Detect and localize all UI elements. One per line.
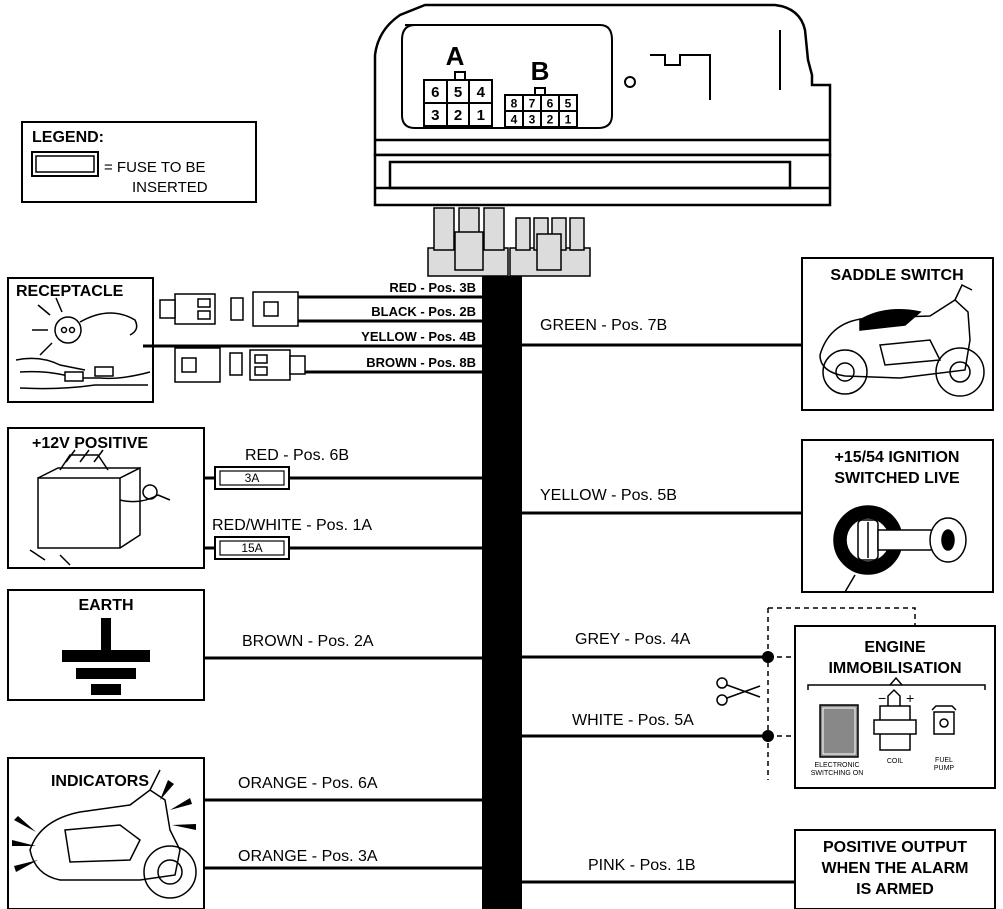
output-title-line1: POSITIVE OUTPUT: [823, 839, 967, 856]
ignition-key: [833, 505, 967, 593]
wire-orange-3a: ORANGE - Pos. 3A: [238, 848, 378, 865]
wire-black-2b: BLACK - Pos. 2B: [371, 304, 476, 319]
fuses: [214, 466, 290, 560]
legend-text-line2: INSERTED: [132, 179, 208, 196]
receptacle-title: RECEPTACLE: [16, 283, 124, 300]
wire-redwhite-1a: RED/WHITE - Pos. 1A: [212, 517, 372, 534]
wire-grey-4a: GREY - Pos. 4A: [575, 631, 691, 648]
connector-a: [423, 71, 493, 127]
connector-a-pin: 3: [431, 107, 439, 124]
right-boxes: [794, 257, 996, 909]
immob-part3-line2: PUMP: [934, 765, 955, 772]
connector-a-pin: 4: [477, 84, 486, 101]
connector-b-pin: 4: [511, 112, 518, 126]
wire-yellow-5b: YELLOW - Pos. 5B: [540, 487, 677, 504]
legend-text-line1: = FUSE TO BE: [104, 159, 206, 176]
connector-a-pin: 2: [454, 107, 462, 124]
connector-a-pin: 5: [454, 84, 462, 101]
wire-orange-6a: ORANGE - Pos. 6A: [238, 775, 378, 792]
earth-title: EARTH: [78, 597, 133, 614]
immob-title-line2: IMMOBILISATION: [828, 660, 961, 677]
ignition-title-line2: SWITCHED LIVE: [834, 470, 960, 487]
wire-pink-1b: PINK - Pos. 1B: [588, 857, 696, 874]
saddle-title: SADDLE SWITCH: [830, 267, 963, 284]
connector-b-label: B: [531, 56, 550, 86]
immob-part2: COIL: [887, 758, 903, 765]
scissors-icon: [716, 677, 761, 706]
wire-red-3b: RED - Pos. 3B: [389, 280, 476, 295]
legend-title: LEGEND:: [32, 129, 104, 146]
junction-white: [762, 730, 774, 742]
connector-b-pin: 5: [565, 96, 572, 110]
immob-part3-line1: FUEL: [935, 757, 953, 764]
connector-b-pin: 6: [547, 96, 554, 110]
receptacle-connectors: [159, 291, 306, 383]
connector-b-pin: 2: [547, 112, 554, 126]
main-harness: [482, 276, 522, 909]
battery-illustration: [29, 449, 171, 566]
indicators-motorcycle: [29, 769, 197, 899]
connector-b-pin: 3: [529, 112, 536, 126]
immob-title-line1: ENGINE: [864, 639, 926, 656]
positive-title: +12V POSITIVE: [32, 435, 148, 452]
connector-a-pin: 6: [431, 84, 439, 101]
fuse-15a-label: 15A: [241, 541, 262, 555]
legend: [21, 121, 257, 203]
wire-red-6b: RED - Pos. 6B: [245, 447, 349, 464]
ignition-title-line1: +15/54 IGNITION: [835, 449, 960, 466]
connector-b-pin: 7: [529, 96, 536, 110]
fuse-3a-label: 3A: [245, 471, 260, 485]
indicator-rays: [12, 780, 196, 872]
saddle-motorcycle: [819, 283, 985, 397]
output-title-line3: IS ARMED: [856, 881, 934, 898]
output-title-line2: WHEN THE ALARM: [822, 860, 969, 877]
connector-a-pin: 1: [477, 107, 485, 124]
connector-b-pin: 8: [511, 96, 518, 110]
junction-grey: [762, 651, 774, 663]
immob-components: [807, 676, 986, 758]
connector-b: [504, 87, 578, 128]
wires: [143, 295, 802, 884]
receptacle-illustration: [15, 297, 151, 390]
indicators-title: INDICATORS: [51, 773, 149, 790]
immob-plus: +: [906, 690, 914, 706]
immob-minus: −: [878, 690, 886, 706]
immob-part1-line2: SWITCHING ON: [811, 770, 864, 777]
wire-brown-8b: BROWN - Pos. 8B: [366, 355, 476, 370]
connector-b-pin: 1: [565, 112, 572, 126]
wire-yellow-4b: YELLOW - Pos. 4B: [361, 329, 476, 344]
wire-green-7b: GREEN - Pos. 7B: [540, 317, 667, 334]
wire-brown-2a: BROWN - Pos. 2A: [242, 633, 374, 650]
earth-symbol: [62, 618, 150, 695]
immob-part1-line1: ELECTRONIC: [814, 762, 859, 769]
wire-white-5a: WHITE - Pos. 5A: [572, 712, 694, 729]
plug-housings: [427, 207, 591, 277]
connector-a-label: A: [446, 41, 465, 71]
